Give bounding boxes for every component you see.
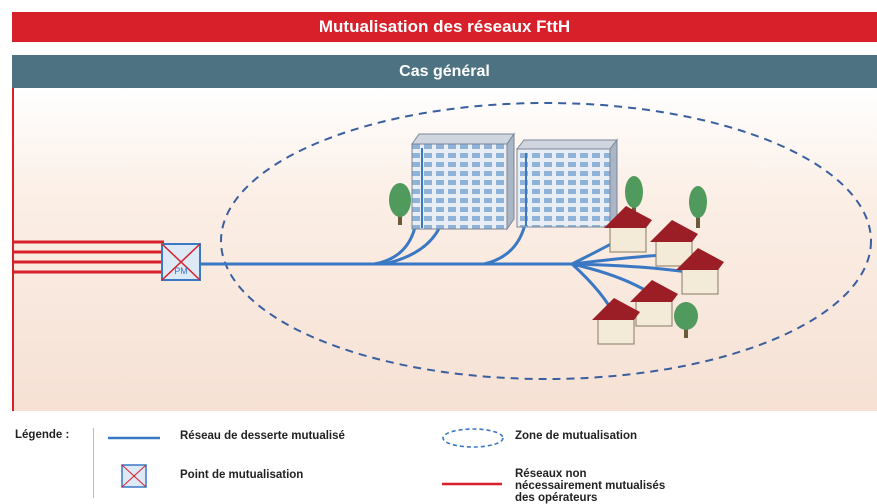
page-subtitle-text: Cas général (399, 62, 490, 80)
pm-label: PM (174, 266, 188, 276)
pm-box-symbol (121, 464, 147, 488)
legend-label-zone: Zone de mutualisation (515, 430, 638, 442)
legend: Légende : Réseau de desserte mutualisé Z… (0, 420, 877, 504)
building-1 (411, 132, 515, 231)
legend-label-pm: Point de mutualisation (180, 469, 304, 481)
tree-icon-3 (689, 186, 707, 228)
dashed-ellipse-symbol (442, 428, 504, 448)
network-diagram: PM (12, 88, 877, 411)
mutualisation-zone (220, 102, 872, 380)
house-3 (676, 248, 724, 295)
red-line-symbol (442, 482, 502, 486)
house-1 (604, 206, 652, 253)
legend-label-shared-network: Réseau de desserte mutualisé (180, 430, 345, 442)
legend-divider (93, 428, 94, 498)
building-2 (515, 138, 619, 229)
blue-line-symbol (108, 436, 160, 440)
legend-title: Légende : (15, 429, 70, 441)
page-title-text: Mutualisation des réseaux FttH (318, 17, 571, 36)
page-title: Mutualisation des réseaux FttH (12, 12, 877, 42)
house-2 (650, 220, 698, 267)
legend-label-operator-networks: Réseaux non nécessairement mutualisés de… (515, 468, 666, 504)
diagram-canvas: PM (14, 102, 872, 380)
branch-building-1 (372, 221, 418, 266)
tree-icon-4 (674, 302, 698, 338)
house-5 (592, 298, 640, 345)
tree-icon (389, 183, 411, 225)
operator-networks (14, 240, 164, 274)
page-subtitle: Cas général (12, 55, 877, 88)
pm-box: PM (161, 243, 201, 281)
